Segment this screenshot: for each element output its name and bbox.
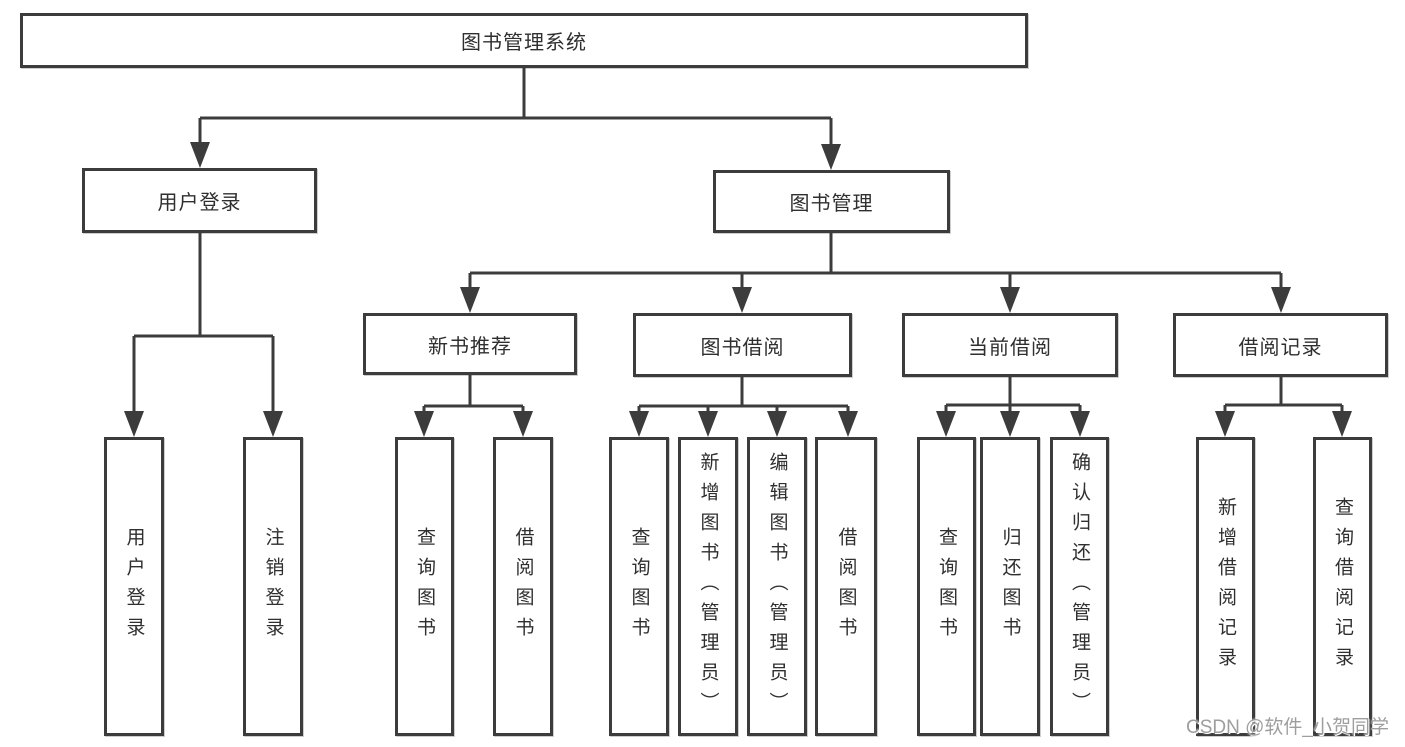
leaf-label: 新增借阅记录 bbox=[1215, 496, 1236, 677]
connector-bookmgmt-to-level3 bbox=[468, 233, 1283, 289]
leaf-query-books-borrowing: 查询图书 bbox=[609, 437, 669, 736]
leaf-label: 用户登录 bbox=[123, 526, 145, 647]
leaf-query-books-recommendation: 查询图书 bbox=[395, 437, 454, 736]
connector-newbook-to-leaves bbox=[422, 375, 525, 413]
leaf-edit-books-admin: 编辑图书（管理员） bbox=[747, 437, 807, 736]
leaf-label: 查询借阅记录 bbox=[1332, 496, 1353, 677]
leaf-logout: 注销登录 bbox=[243, 437, 303, 736]
node-book-borrowing: 图书借阅 bbox=[633, 313, 852, 377]
leaf-return-books: 归还图书 bbox=[980, 437, 1040, 736]
node-label: 借阅记录 bbox=[1238, 336, 1323, 359]
connector-userlogin-to-leaves bbox=[132, 233, 275, 413]
leaf-label: 注销登录 bbox=[262, 526, 284, 647]
arrowhead-down-icon-level3 bbox=[460, 287, 1291, 313]
node-root-library-system: 图书管理系统 bbox=[20, 13, 1028, 68]
node-borrowing-records: 借阅记录 bbox=[1173, 313, 1388, 377]
node-label: 图书借阅 bbox=[700, 336, 785, 359]
node-label: 用户登录 bbox=[157, 192, 242, 214]
leaf-label: 查询图书 bbox=[628, 526, 650, 647]
leaf-borrow-books-recommendation: 借阅图书 bbox=[493, 437, 553, 736]
node-label: 新书推荐 bbox=[428, 335, 512, 358]
leaf-confirm-return-admin: 确认归还（管理员） bbox=[1050, 437, 1109, 736]
csdn-watermark: CSDN @软件_小贺同学 bbox=[1186, 717, 1389, 738]
leaf-label: 归还图书 bbox=[999, 526, 1021, 647]
arrowhead-down-icon-level2 bbox=[190, 142, 841, 170]
node-label: 当前借阅 bbox=[968, 336, 1052, 359]
leaf-label: 编辑图书（管理员） bbox=[766, 451, 788, 722]
node-new-book-recommendation: 新书推荐 bbox=[363, 313, 577, 375]
connector-currentborrow-to-leaves bbox=[944, 377, 1082, 413]
leaf-user-login: 用户登录 bbox=[104, 437, 164, 736]
arrowhead-down-icon-leaves bbox=[124, 411, 1352, 437]
connector-bookborrow-to-leaves bbox=[637, 377, 850, 413]
leaf-add-borrow-record: 新增借阅记录 bbox=[1196, 437, 1255, 736]
connector-borrowrecords-to-leaves bbox=[1223, 377, 1344, 413]
node-user-login: 用户登录 bbox=[82, 168, 317, 233]
leaf-add-books-admin: 新增图书（管理员） bbox=[678, 437, 738, 736]
leaf-label: 确认归还（管理员） bbox=[1069, 451, 1090, 722]
node-book-management: 图书管理 bbox=[713, 170, 950, 233]
leaf-query-books-current: 查询图书 bbox=[917, 437, 976, 736]
leaf-label: 查询图书 bbox=[414, 526, 435, 647]
leaf-borrow-books: 借阅图书 bbox=[815, 437, 877, 736]
leaf-label: 借阅图书 bbox=[512, 526, 534, 647]
leaf-label: 查询图书 bbox=[936, 526, 957, 647]
leaf-query-borrow-record: 查询借阅记录 bbox=[1313, 437, 1372, 736]
leaf-label: 借阅图书 bbox=[835, 526, 857, 647]
node-label: 图书管理系统 bbox=[461, 32, 587, 54]
node-current-borrowing: 当前借阅 bbox=[902, 313, 1118, 377]
node-label: 图书管理 bbox=[789, 193, 874, 215]
connector-root-to-level2 bbox=[198, 68, 833, 146]
leaf-label: 新增图书（管理员） bbox=[697, 451, 719, 722]
